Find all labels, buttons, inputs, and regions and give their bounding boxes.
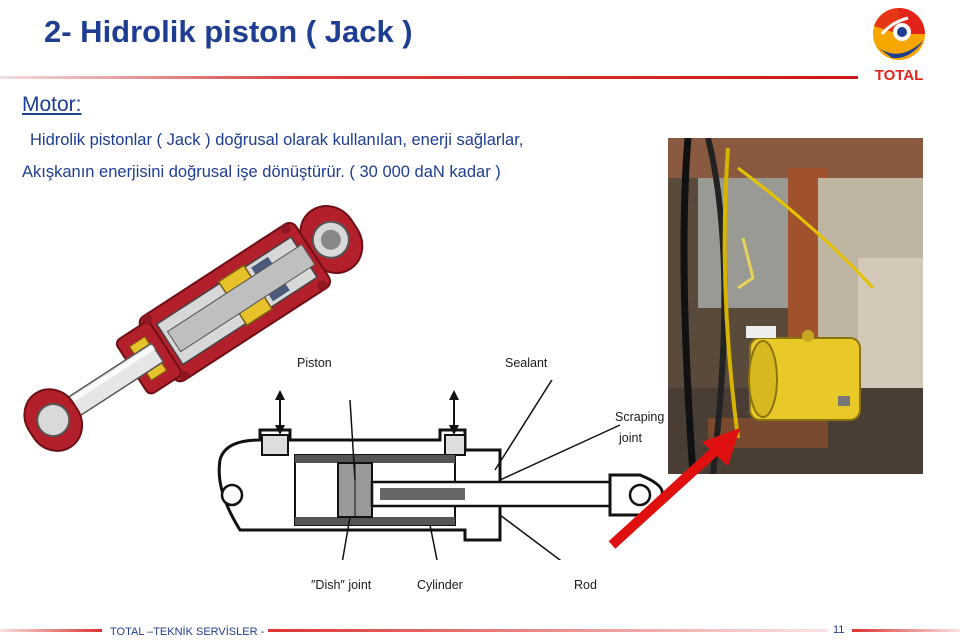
jack-photo <box>668 138 923 474</box>
page-number: 11 <box>833 624 845 636</box>
footer-divider-left <box>0 629 102 632</box>
footer-divider-far-right <box>852 629 960 632</box>
body-text-line-2: Akışkanın enerjisini doğrusal işe dönüşt… <box>22 163 501 181</box>
label-sealant: Sealant <box>505 356 548 370</box>
footer-divider-right <box>268 629 828 632</box>
section-subtitle: Motor: <box>22 93 82 116</box>
label-piston: Piston <box>297 356 332 370</box>
red-pointer-arrow <box>608 428 740 549</box>
label-cylinder: Cylinder <box>417 578 463 592</box>
label-scraping: Scraping <box>615 410 665 424</box>
total-logo: TOTAL <box>873 7 925 84</box>
label-joint: joint <box>619 431 642 445</box>
title-divider <box>0 76 858 79</box>
logo-text: TOTAL <box>875 67 924 84</box>
cylinder-schematic <box>217 380 664 560</box>
label-dish-joint: ″Dish″ joint <box>311 578 372 592</box>
slide-title: 2- Hidrolik piston ( Jack ) <box>44 14 413 49</box>
body-text-line-1: Hidrolik pistonlar ( Jack ) doğrusal ola… <box>30 131 524 149</box>
label-rod: Rod <box>574 578 597 592</box>
jack-cutaway-illustration <box>23 205 364 452</box>
footer-text: TOTAL –TEKNİK SERVİSLER - <box>110 626 265 638</box>
